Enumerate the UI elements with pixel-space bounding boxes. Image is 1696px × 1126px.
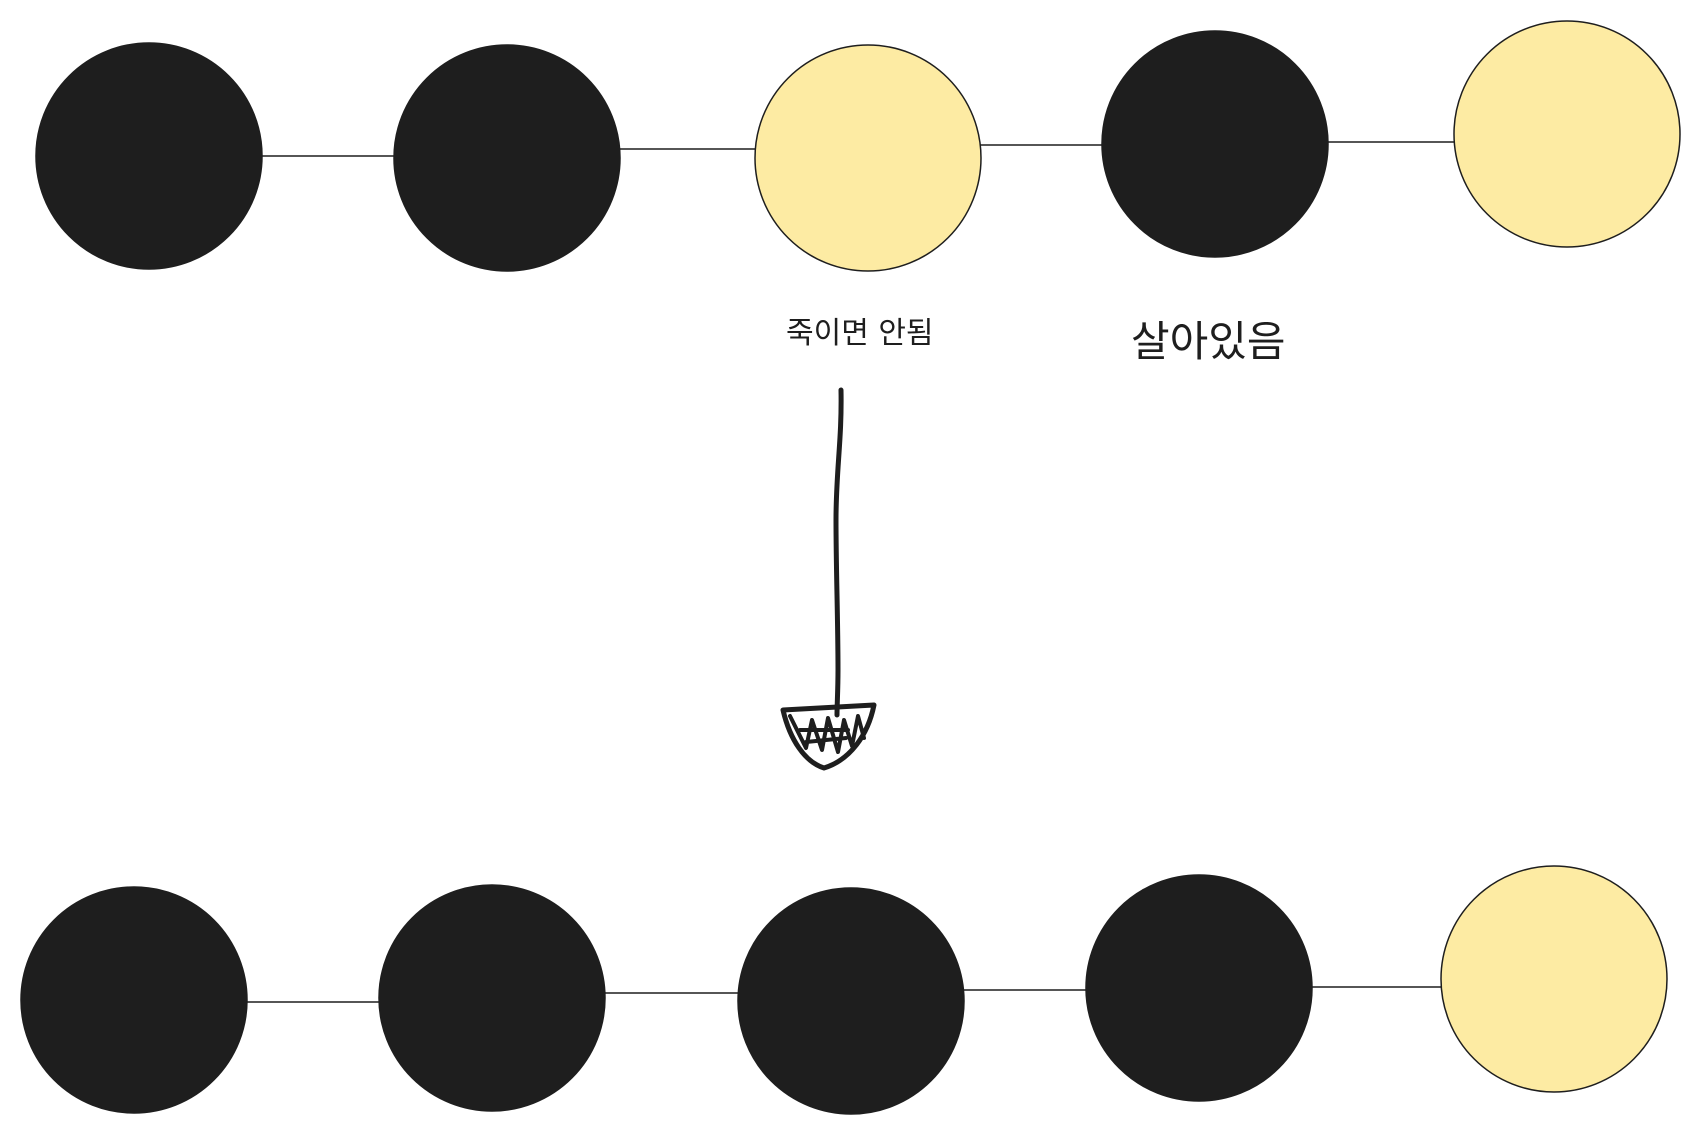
arrow [780, 387, 877, 771]
dead-node [1101, 30, 1329, 258]
dead-node [737, 887, 965, 1115]
top-row-nodes [35, 20, 1681, 272]
dead-node [378, 884, 606, 1112]
alive-label: 살아있음 [1131, 317, 1286, 366]
arrow-head-scribble [788, 714, 866, 754]
dead-node [35, 42, 263, 270]
alive-node [1440, 865, 1668, 1093]
alive-node [754, 44, 982, 272]
alive-node [1453, 20, 1681, 248]
dead-node [393, 44, 621, 272]
dead-node [20, 886, 248, 1114]
must-not-kill-label: 죽이면 안됨 [786, 316, 934, 351]
top-row-connectors [262, 141, 1460, 157]
bottom-row-connectors [247, 986, 1444, 1003]
arrow-shaft [833, 387, 844, 718]
bottom-row-nodes [20, 865, 1668, 1115]
dead-node [1085, 874, 1313, 1102]
arrow-head [780, 702, 877, 771]
